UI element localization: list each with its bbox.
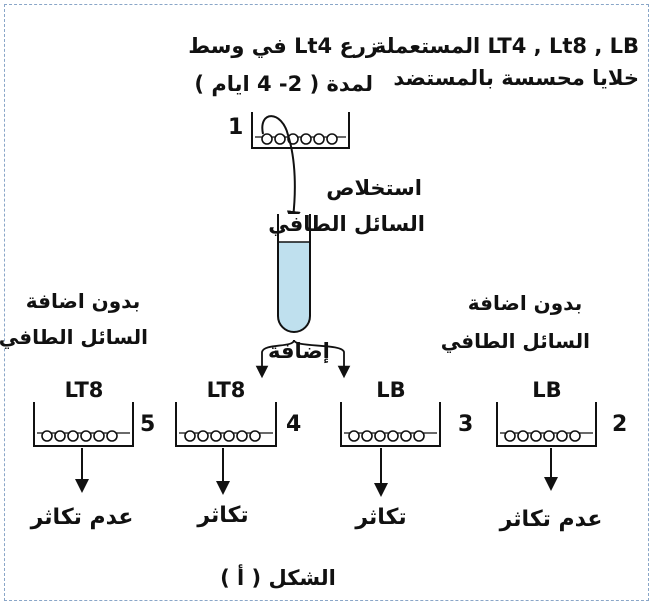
figure-caption: الشكل ( أ ) — [220, 566, 336, 590]
extraction-line-2: السائل الطافي — [268, 212, 425, 236]
addition-arrow-left — [255, 339, 295, 379]
header-line-1: LT4 , Lt8 , LB المستعملة — [373, 34, 639, 58]
dish-3-label: LB — [376, 378, 406, 402]
no-addition-left-line-1: بدون اضافة — [25, 289, 141, 313]
dish-3-result: تكاثر — [355, 505, 407, 530]
no-addition-right-line-1: بدون اضافة — [467, 291, 583, 315]
dish-5 — [33, 402, 134, 493]
test-tube — [277, 214, 311, 333]
dish-5-result: عدم تكاثر — [30, 505, 134, 530]
no-addition-right-line-2: السائل الطافي — [440, 329, 590, 353]
figure-frame — [4, 4, 649, 601]
culture-line-2: لمدة ( 2- 4 ايام ) — [194, 72, 373, 96]
header-line-2: خلايا محسسة بالمستضد — [393, 66, 639, 90]
dish-4-label: LT8 — [206, 378, 246, 402]
dish-5-label: LT8 — [64, 378, 104, 402]
dish-2-result: عدم تكاثر — [499, 507, 603, 532]
dish-4 — [175, 402, 277, 495]
addition-label: إضافة — [268, 339, 330, 363]
dish-2-label: LB — [532, 378, 562, 402]
no-addition-left-line-2: السائل الطافي — [0, 325, 148, 349]
culture-number: 1 — [228, 115, 244, 140]
culture-dish — [251, 112, 350, 149]
dish-4-number: 4 — [286, 412, 302, 437]
extraction-arrow — [261, 115, 301, 225]
dish-5-number: 5 — [140, 412, 156, 437]
extraction-line-1: استخلاص — [326, 176, 422, 200]
dish-4-result: تكاثر — [197, 503, 249, 528]
dish-3 — [340, 402, 441, 497]
dish-2-number: 2 — [612, 412, 628, 437]
addition-arrow-right — [293, 339, 351, 379]
dish-3-number: 3 — [458, 412, 474, 437]
culture-line-1: زرع Lt4 في وسط — [188, 34, 378, 58]
cell-row — [261, 133, 338, 145]
dish-2 — [496, 402, 597, 491]
